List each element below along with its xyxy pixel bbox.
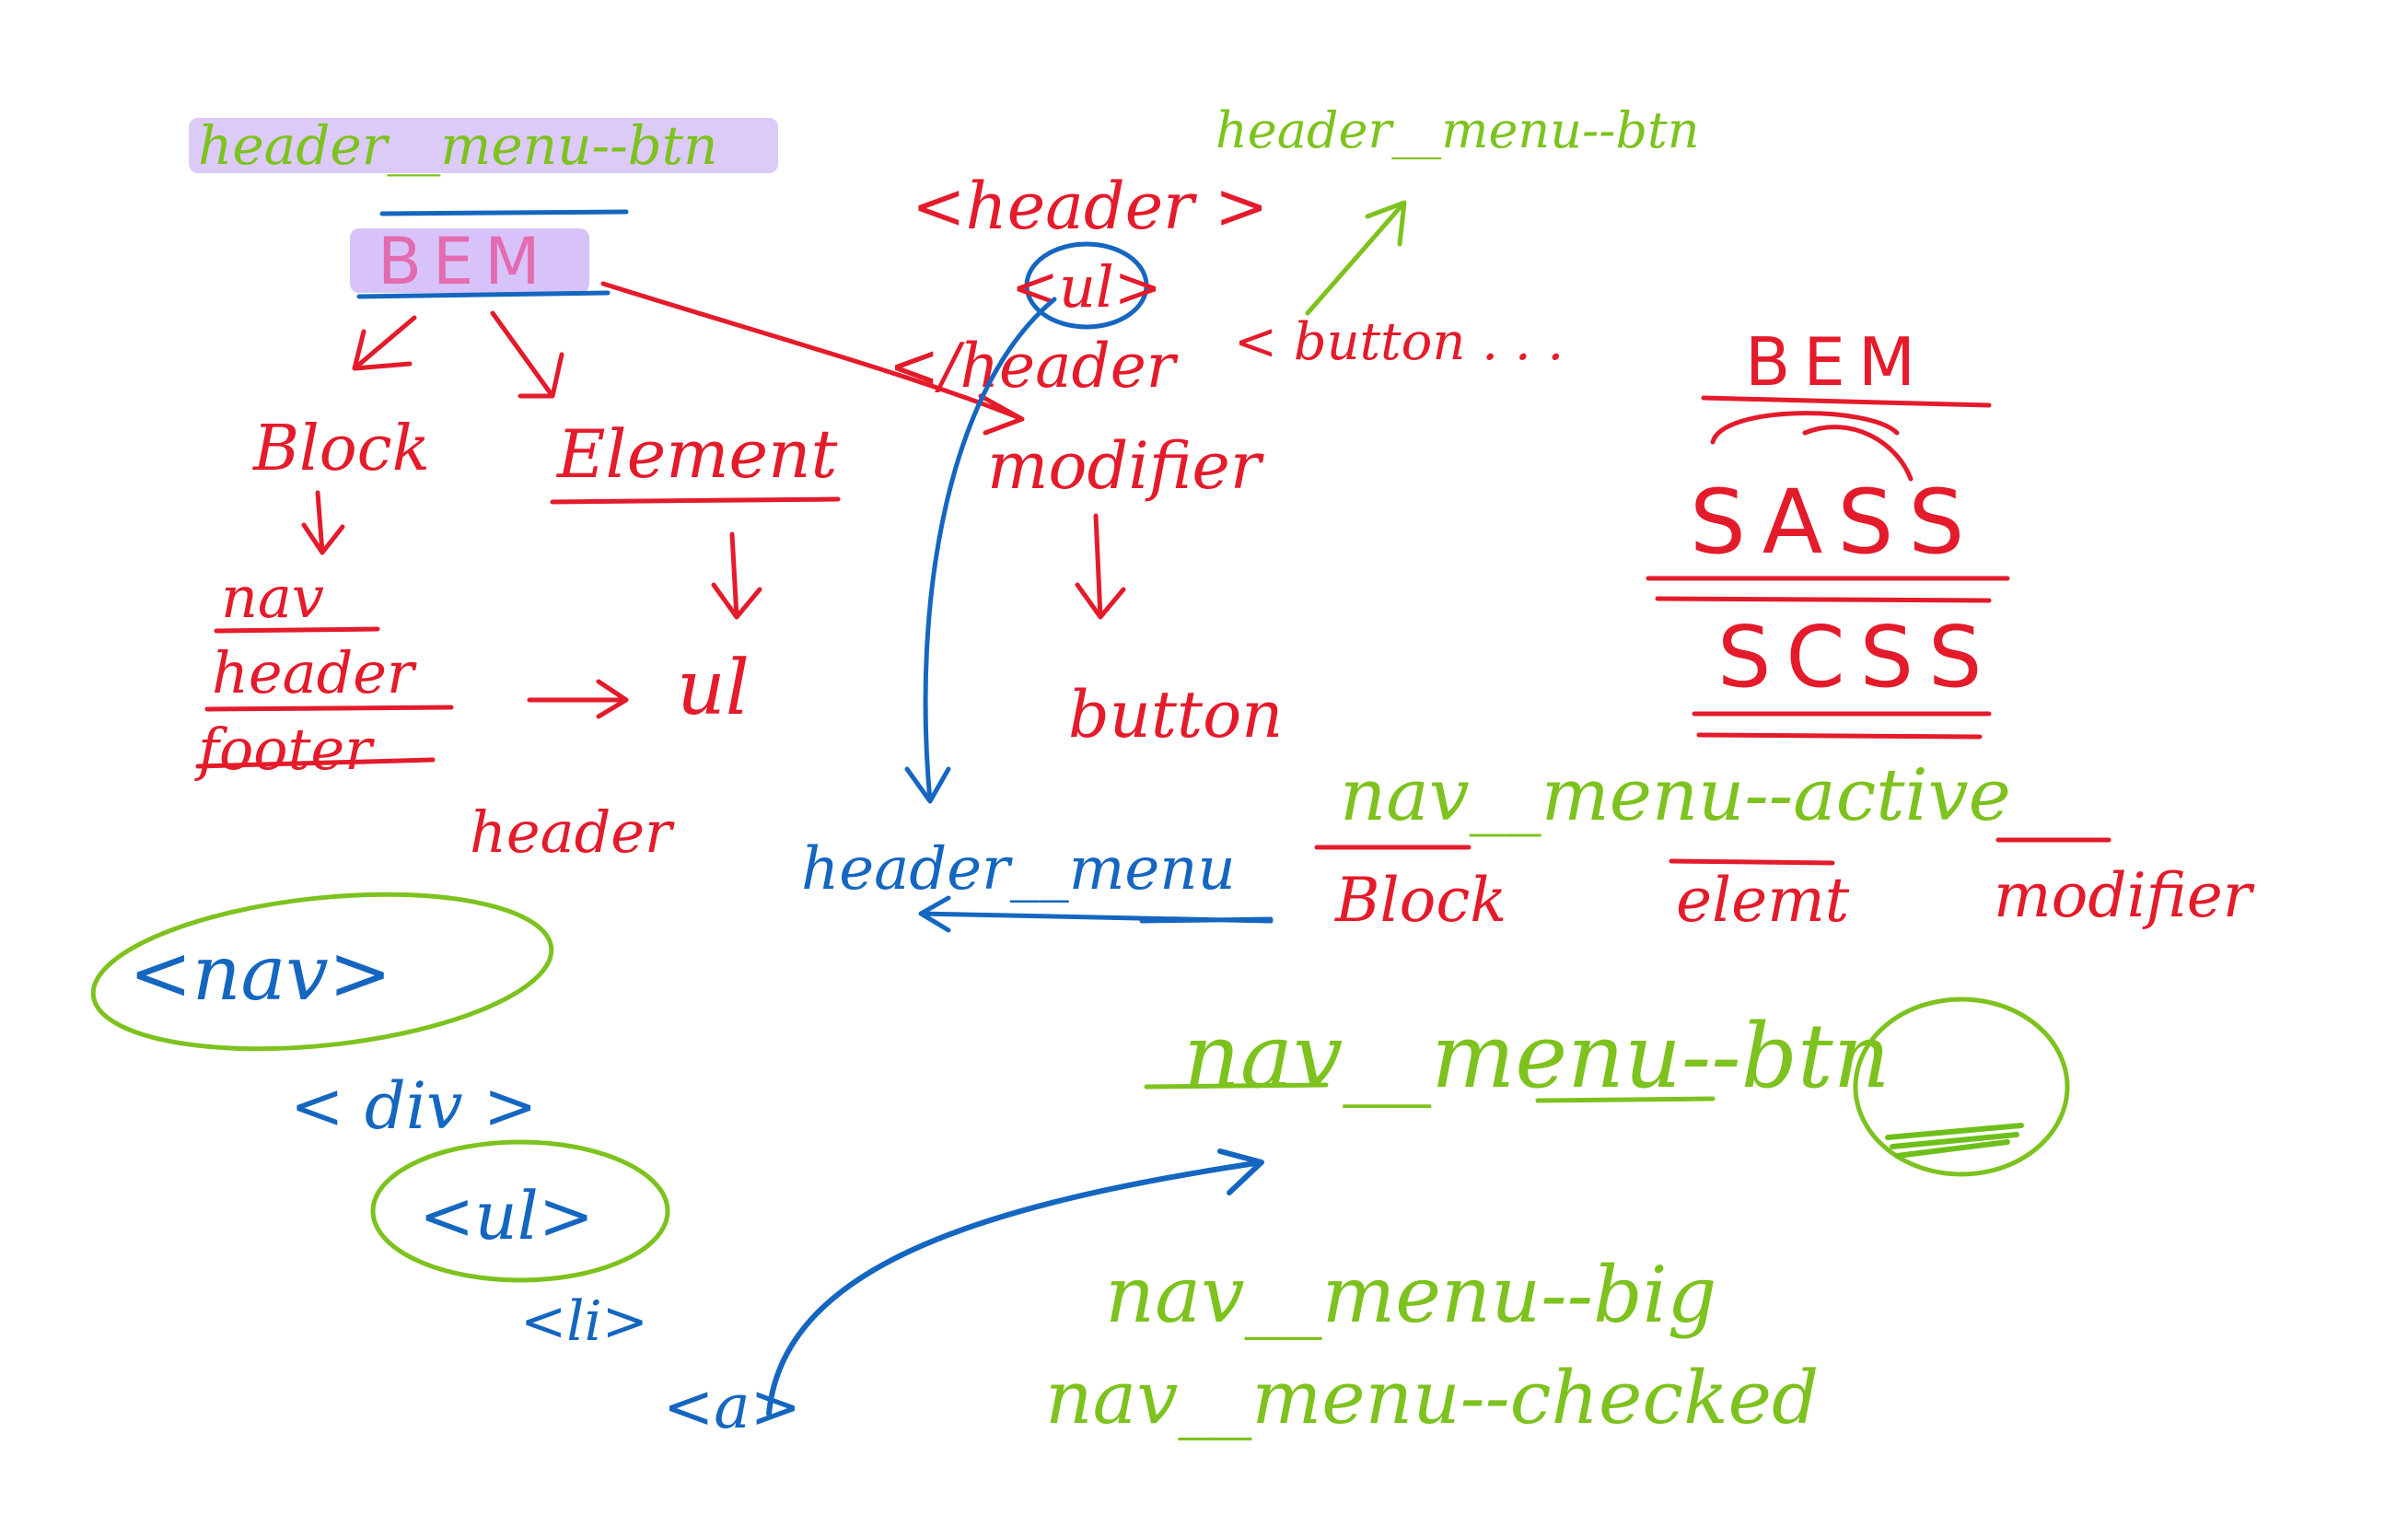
label-nav-menu-checked: nav__menu--checked xyxy=(1045,1355,1819,1440)
bem-right-underline xyxy=(1701,395,1992,408)
label-block-2: Block xyxy=(1334,865,1506,936)
arrow-under-header-menu xyxy=(918,895,1274,933)
arrow-a-to-nav-menu-btn xyxy=(766,1148,1264,1416)
label-header-menu: header__menu xyxy=(801,835,1236,903)
nav-underline xyxy=(214,626,380,634)
tag-a: <a> xyxy=(663,1371,801,1442)
scss-underline-2 xyxy=(1696,732,1983,740)
tag-header-close: </header xyxy=(889,331,1179,402)
tag-header-open: <header > xyxy=(912,169,1269,244)
list-nav: nav xyxy=(221,564,324,631)
circle-btn-modifier xyxy=(1853,997,2070,1177)
arrow-block-down xyxy=(301,490,345,555)
menu-underline xyxy=(1535,1096,1716,1103)
sass-underline-2 xyxy=(1655,596,1992,603)
tag-button: < button . . . xyxy=(1234,312,1564,372)
circle-nav-tag xyxy=(90,892,554,1052)
tag-nav: <nav> xyxy=(129,930,391,1018)
label-header-lower: header xyxy=(470,798,675,866)
tag-ul-lower: <ul> xyxy=(419,1177,594,1254)
label-sass: SASS xyxy=(1690,471,1979,574)
arrow-to-top-note xyxy=(1305,200,1407,316)
bem-underline xyxy=(356,290,611,299)
label-nav-menu-btn: nav__menu--btn xyxy=(1183,1005,1890,1108)
arrow-modifier-down xyxy=(1075,513,1126,620)
element-label-overline xyxy=(1669,858,1835,866)
circle-ul-lower xyxy=(370,1139,670,1283)
label-bem-right: BEM xyxy=(1745,323,1928,401)
bem-overline xyxy=(379,209,629,216)
tag-li: <li> xyxy=(520,1289,648,1354)
label-nav-menu-big: nav__menu--big xyxy=(1105,1250,1716,1340)
arrow-bem-to-modifier xyxy=(600,281,1025,436)
label-block: Block xyxy=(251,413,430,485)
label-nav-menu-active: nav__menu--active xyxy=(1340,754,2011,837)
btn-scribble xyxy=(1885,1123,2024,1159)
label-ul: ul xyxy=(677,645,750,732)
tag-ul: <ul> xyxy=(1011,253,1162,321)
footer-underline xyxy=(195,757,436,769)
element-underline xyxy=(550,496,841,505)
list-footer: footer xyxy=(194,716,375,783)
arrow-list-to-ul xyxy=(527,679,629,719)
header-underline xyxy=(204,705,454,712)
tag-div: < div > xyxy=(290,1068,538,1144)
sass-brace xyxy=(1710,411,1914,482)
label-button: button xyxy=(1068,677,1283,752)
label-modifier: modifier xyxy=(987,428,1264,504)
highlight-bem xyxy=(350,228,589,293)
arrow-bem-to-element xyxy=(490,310,564,399)
arrow-element-down xyxy=(711,531,762,620)
nav-menu-btn-underline xyxy=(1144,1082,1329,1090)
arrow-ul-to-header-menu xyxy=(904,297,1057,804)
label-element: Element xyxy=(555,415,838,493)
circle-ul-tag xyxy=(1024,241,1149,330)
bem-title: BEM xyxy=(378,224,552,299)
label-scss: SCSS xyxy=(1717,608,1996,706)
highlight-top-note xyxy=(189,118,778,173)
label-element-2: elemt xyxy=(1676,865,1850,936)
arrow-bem-to-block xyxy=(352,315,417,371)
note-header-menu-btn-left: header__menu--btn xyxy=(198,114,717,177)
label-modifier-2: modifier xyxy=(1994,860,2255,931)
list-header: header xyxy=(212,639,417,706)
note-header-menu-btn-right: header__menu--btn xyxy=(1216,101,1700,159)
